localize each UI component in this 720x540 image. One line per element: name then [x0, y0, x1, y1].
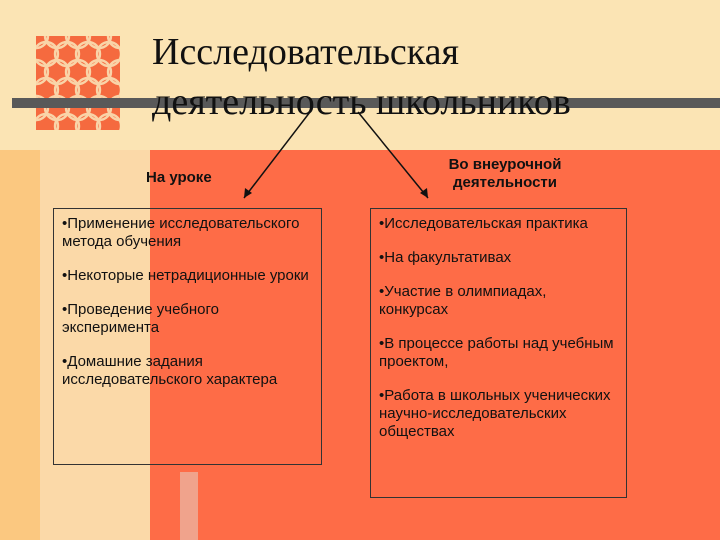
- right-item-2: •На факультативах: [379, 249, 512, 266]
- right-item-1: •Исследовательская практика: [379, 215, 588, 232]
- pale-decor-strip: [40, 150, 150, 540]
- right-item-4: •В процессе работы над учебным проектом,: [379, 335, 614, 370]
- title-underline-bar: [12, 98, 720, 108]
- arrow-left: [243, 111, 311, 199]
- left-item-4: •Домашние задания исследовательского хар…: [62, 353, 278, 388]
- right-column-box: •Исследовательская практика •На факульта…: [370, 208, 627, 498]
- left-item-1: •Применение исследовательского метода об…: [62, 215, 300, 250]
- right-item-5: •Работа в школьных ученических научно-ис…: [379, 387, 611, 440]
- orange-background-block: [150, 150, 720, 540]
- arrow-right: [357, 111, 429, 199]
- arrow-left-head: [244, 188, 252, 198]
- pink-decor-bar: [180, 472, 198, 540]
- page-title: Исследовательская деятельность школьнико…: [152, 27, 571, 127]
- arrow-right-head: [420, 188, 428, 198]
- left-decor-strip: [0, 150, 40, 540]
- circle-pattern-decor: [36, 36, 120, 130]
- left-item-2: •Некоторые нетрадиционные уроки: [62, 267, 309, 284]
- right-column-heading: Во внеурочной деятельности: [448, 156, 562, 191]
- left-column-box: •Применение исследовательского метода об…: [53, 208, 322, 465]
- left-item-3: •Проведение учебного эксперимента: [62, 301, 219, 336]
- title-line-1: Исследовательская: [152, 31, 460, 73]
- right-item-3: •Участие в олимпиадах, конкурсах: [379, 283, 547, 318]
- left-column-heading: На уроке: [146, 169, 212, 186]
